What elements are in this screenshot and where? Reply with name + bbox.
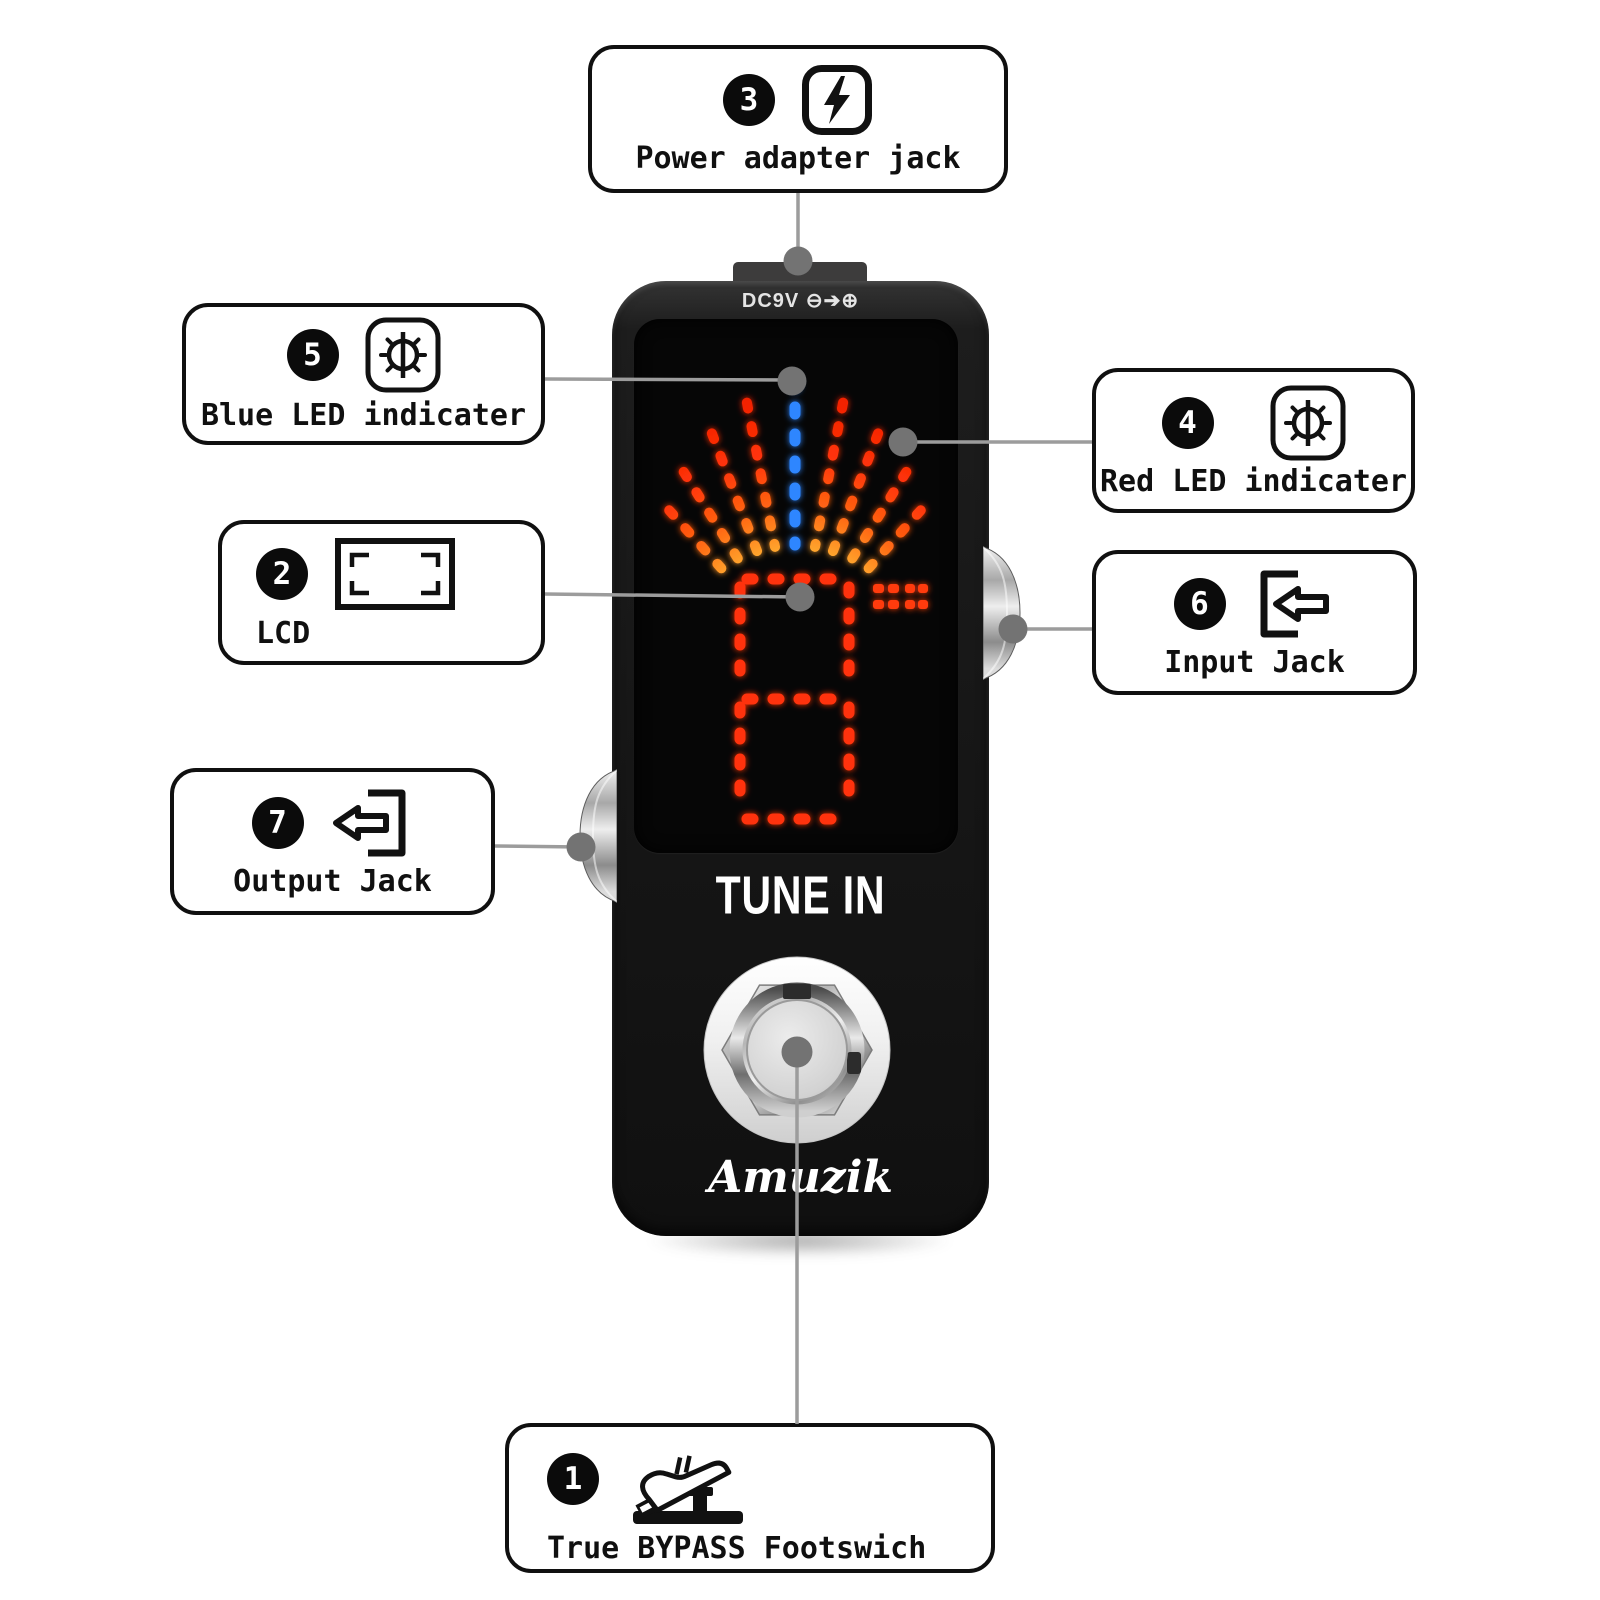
led-digit-8 xyxy=(734,573,855,825)
callout-label: Output Jack xyxy=(233,863,432,899)
callout-input-jack: 6 Input Jack xyxy=(1092,550,1417,695)
input-jack xyxy=(983,546,1021,680)
callout-header: 5 xyxy=(286,317,441,393)
brightness-icon xyxy=(1270,385,1345,460)
footswitch[interactable] xyxy=(697,950,897,1150)
foot-pedal-icon xyxy=(633,1455,743,1524)
callout-header: 1 xyxy=(547,1432,751,1526)
callout-blue-led-indicator: 5 Blue LED indicater xyxy=(182,303,545,445)
callout-output-jack: 7 Output Jack xyxy=(170,768,495,915)
number-badge: 2 xyxy=(256,547,308,600)
callout-label: Red LED indicater xyxy=(1099,463,1408,499)
number-badge: 4 xyxy=(1161,396,1214,449)
arrow-into-bracket-icon xyxy=(1260,570,1329,637)
callout-lcd: 2 LCD xyxy=(218,520,545,665)
callout-header: 4 xyxy=(1161,385,1346,461)
callout-header: 7 xyxy=(251,787,414,859)
lcd-screen-icon xyxy=(335,537,455,610)
number-badge: 1 xyxy=(547,1453,599,1505)
led-display xyxy=(664,374,928,825)
number-badge: 3 xyxy=(723,74,775,126)
brightness-icon xyxy=(365,317,440,393)
callout-header: 3 xyxy=(723,64,873,136)
callout-label: LCD xyxy=(256,615,311,651)
callout-true-bypass-footswitch: 1 True BYPASS Footswich xyxy=(505,1423,995,1573)
callout-header: 6 xyxy=(1173,568,1336,640)
number-badge: 5 xyxy=(286,329,339,381)
pedal-title: TUNE IN xyxy=(715,864,886,926)
lcd-screen xyxy=(634,319,958,853)
callout-label: Input Jack xyxy=(1164,644,1345,680)
red-led-fan xyxy=(664,397,926,577)
callout-power-adapter-jack: 3 Power adapter jack xyxy=(588,45,1008,193)
arrow-out-of-bracket-icon xyxy=(332,789,405,856)
number-badge: 7 xyxy=(251,796,304,849)
power-polarity-print: DC9V ⊖➔⊕ xyxy=(741,290,860,312)
callout-label: Blue LED indicater xyxy=(200,398,527,433)
lightning-icon xyxy=(802,65,872,135)
number-badge: 6 xyxy=(1173,577,1226,630)
callout-header: 2 xyxy=(256,537,456,611)
callout-red-led-indicator: 4 Red LED indicater xyxy=(1092,368,1415,513)
brand-logo: Amuzik xyxy=(708,1152,893,1203)
connector-line-output-jack xyxy=(494,844,582,849)
callout-label: True BYPASS Footswich xyxy=(547,1531,927,1566)
led-prime-marks xyxy=(873,584,928,609)
output-jack xyxy=(579,769,617,903)
callout-label: Power adapter jack xyxy=(635,141,961,176)
